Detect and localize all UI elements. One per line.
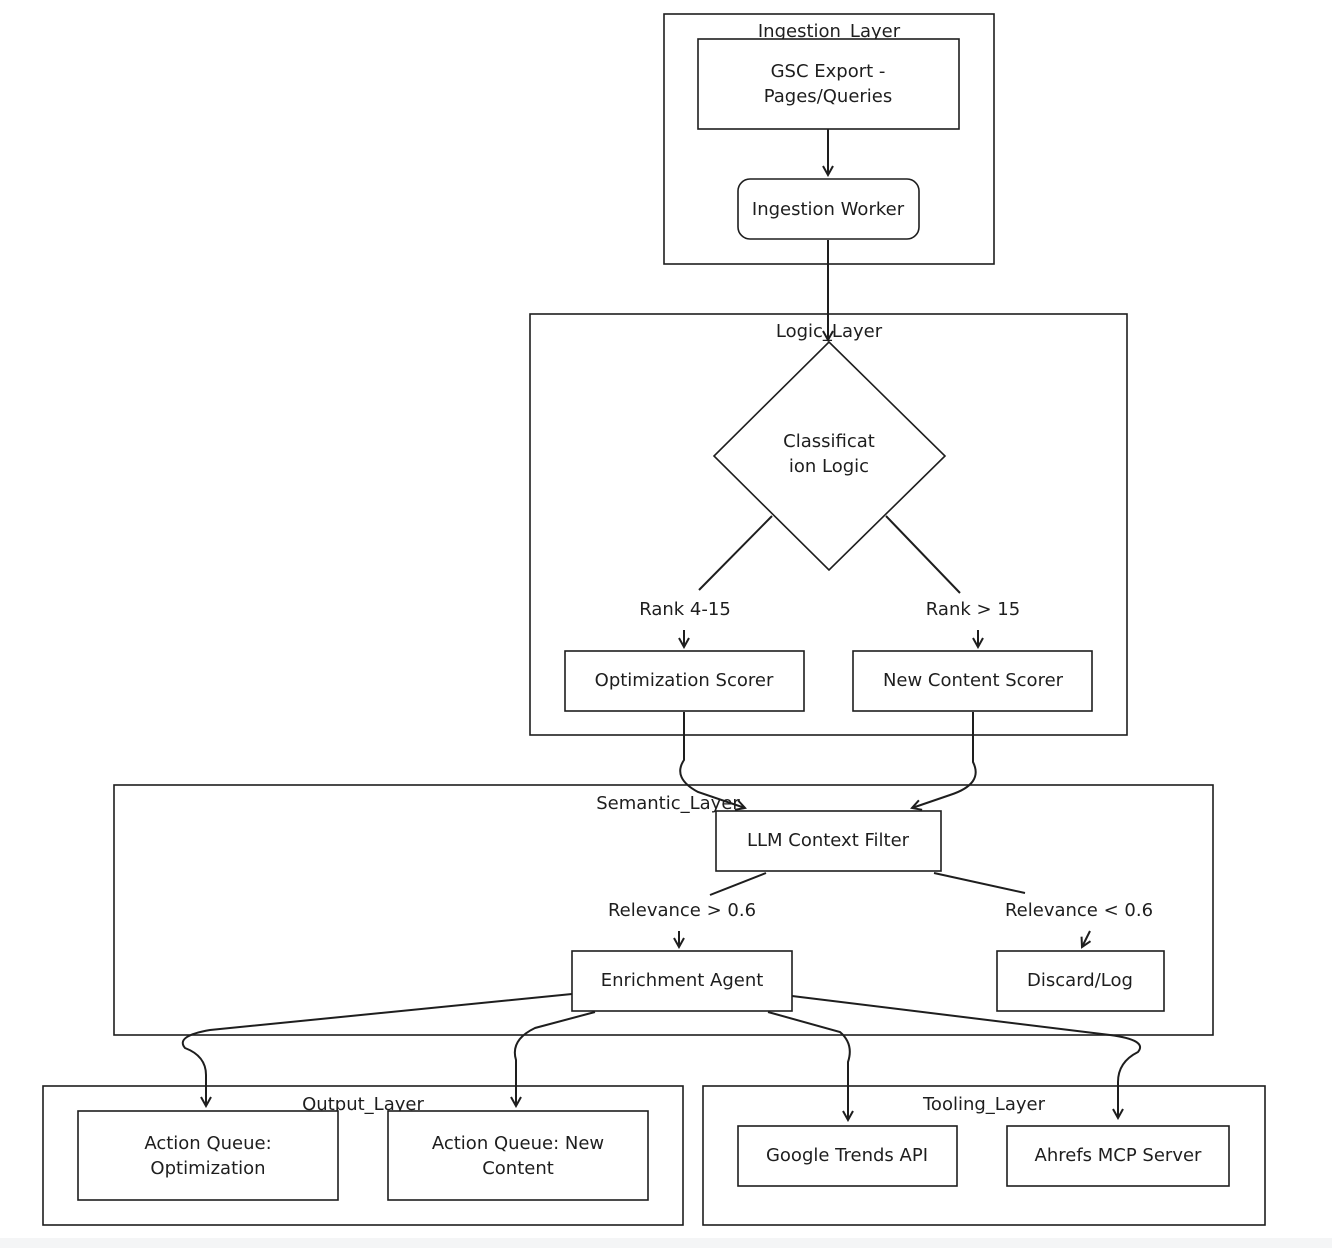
edges	[181, 129, 1141, 1120]
edge-label-relevance-lt: Relevance < 0.6	[1005, 900, 1153, 921]
optimization-scorer-label: Optimization Scorer	[595, 670, 774, 691]
cluster-output-layer: Output_Layer	[42, 1085, 684, 1226]
edge-relevance-lt-to-discard	[1082, 930, 1090, 947]
cluster-semantic-layer: Semantic_Layer	[113, 784, 1214, 1036]
cluster-ingestion-label: Ingestion_Layer	[758, 21, 901, 42]
llm-context-filter-label: LLM Context Filter	[747, 830, 910, 851]
node-classification-logic: Classificat ion Logic	[712, 340, 947, 572]
cluster-logic-label: Logic_Layer	[776, 321, 883, 342]
edge-enrichment-to-action-opt	[181, 993, 573, 1106]
cluster-tooling-layer: Tooling_Layer	[702, 1085, 1266, 1226]
ingestion-worker-label: Ingestion Worker	[752, 199, 905, 220]
ahrefs-mcp-server-label: Ahrefs MCP Server	[1035, 1145, 1203, 1166]
node-action-queue-optimization: Action Queue: Optimization	[77, 1110, 339, 1201]
new-content-scorer-label: New Content Scorer	[883, 670, 1064, 691]
node-action-queue-new-content: Action Queue: New Content	[387, 1110, 649, 1201]
action-queue-optimization-line-2: Optimization	[150, 1158, 265, 1179]
classification-label-line-1: Classificat	[783, 431, 875, 452]
action-queue-new-content-line-2: Content	[482, 1158, 554, 1179]
edge-enrichment-to-google-trends	[767, 1011, 850, 1120]
edge-label-rank-gt-15: Rank > 15	[926, 599, 1020, 620]
edge-label-rank-4-15: Rank 4-15	[639, 599, 731, 620]
action-queue-optimization-line-1: Action Queue:	[144, 1133, 271, 1154]
edge-llm-to-relevance-lt	[933, 872, 1026, 894]
node-google-trends-api: Google Trends API	[737, 1125, 958, 1187]
google-trends-api-label: Google Trends API	[766, 1145, 928, 1166]
node-enrichment-agent: Enrichment Agent	[571, 950, 793, 1012]
edge-enrichment-to-action-new	[515, 1011, 596, 1106]
node-ahrefs-mcp-server: Ahrefs MCP Server	[1006, 1125, 1230, 1187]
action-queue-new-content-line-1: Action Queue: New	[432, 1133, 604, 1154]
discard-log-label: Discard/Log	[1027, 970, 1133, 991]
edge-classification-to-rank-gt-15	[885, 515, 961, 594]
node-discard-log: Discard/Log	[996, 950, 1165, 1012]
edge-llm-to-relevance-gt	[709, 872, 767, 896]
bottom-strip	[0, 1238, 1332, 1248]
cluster-tooling-label: Tooling_Layer	[922, 1094, 1046, 1115]
node-gsc-export: GSC Export - Pages/Queries	[697, 38, 960, 130]
classification-label-line-2: ion Logic	[789, 456, 869, 477]
node-new-content-scorer: New Content Scorer	[852, 650, 1093, 712]
cluster-semantic-label: Semantic_Layer	[596, 793, 740, 814]
edge-classification-to-rank-4-15	[698, 515, 773, 591]
edge-optimization-to-llm	[679, 712, 745, 808]
node-optimization-scorer: Optimization Scorer	[564, 650, 805, 712]
edge-new-content-to-llm	[912, 712, 977, 808]
gsc-export-label-line-2: Pages/Queries	[764, 86, 893, 107]
node-ingestion-worker: Ingestion Worker	[737, 178, 920, 240]
edge-label-relevance-gt: Relevance > 0.6	[608, 900, 756, 921]
gsc-export-label-line-1: GSC Export -	[771, 61, 886, 82]
enrichment-agent-label: Enrichment Agent	[601, 970, 764, 991]
node-llm-context-filter: LLM Context Filter	[715, 810, 942, 872]
edge-enrichment-to-ahrefs	[791, 995, 1141, 1118]
cluster-output-label: Output_Layer	[302, 1094, 424, 1115]
